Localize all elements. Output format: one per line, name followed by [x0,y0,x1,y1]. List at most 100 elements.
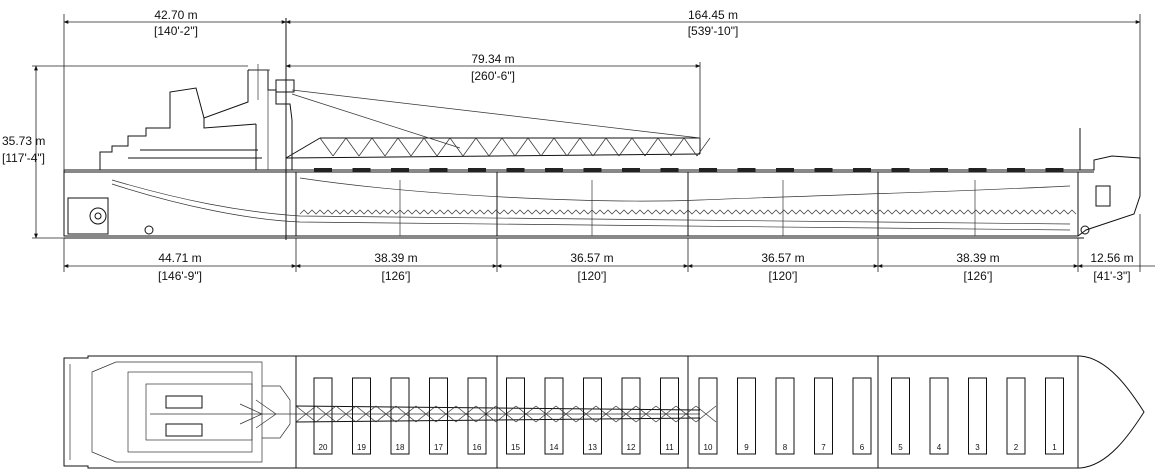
hatch-number: 10 [704,443,713,452]
hatch-cover [429,377,448,455]
hatch-cover [467,377,487,455]
hatch-number: 3 [975,443,980,452]
deck-hatch [891,168,910,172]
deck-hatch [429,168,448,172]
hatch-cover [544,377,564,455]
hatch-number: 12 [627,443,636,452]
stern-thruster [144,225,154,235]
hatch-cover [390,377,410,455]
hatch-cover [814,377,833,455]
hatch-number: 13 [588,443,597,452]
deck-hatch [968,168,987,172]
hatch-number: 16 [473,443,482,452]
deck-hatch [468,168,486,172]
deck-hatch [622,168,640,172]
dim-label-aft-length: 42.70 m [154,8,197,22]
hatch-number: 19 [357,443,366,452]
cargo-hold-bulkheads [295,172,1079,236]
funnel-port [165,395,203,409]
deck-hatch [853,168,871,172]
deck-hatch [545,168,563,172]
rudder [67,197,109,235]
hatch-number: 15 [511,443,520,452]
dim-label-seg-5: 38.39 m [956,251,999,265]
dim-label-seg-2-imperial: [126'] [382,269,411,283]
dim-label-seg-4: 36.57 m [761,251,804,265]
hatch-cover [1006,377,1026,455]
dim-label-seg-6: 12.56 m [1090,251,1133,265]
dim-label-seg-5-imperial: [126'] [964,269,993,283]
dim-label-aft-length-imperial: [140'-2"] [154,24,198,38]
deck-hatch [391,168,409,172]
unloading-boom [285,89,711,159]
dim-label-seg-1-imperial: [146'-9"] [158,269,202,283]
dim-label-boom-length-imperial: [260'-6"] [471,69,515,83]
propeller-hub [94,212,102,220]
dim-label-height-imperial: [117'-4"] [2,151,45,165]
hatch-number: 18 [396,443,405,452]
hatch-cover [352,377,371,455]
hatch-cover [583,377,602,455]
dim-label-height: 35.73 m [2,134,45,148]
hatch-number: 11 [665,443,674,452]
hatch-cover [1045,377,1064,455]
hatch-number: 1 [1052,443,1057,452]
deck-hatch [352,168,371,172]
dim-label-seg-4-imperial: [120'] [769,269,798,283]
deck-hatch [506,168,525,172]
hatch-number: 8 [783,443,788,452]
hatch-cover [698,377,718,455]
deck-hatch [776,168,794,172]
hull-outline [63,155,1141,237]
dimension-labels: 42.70 m [140'-2"] 164.45 m [539'-10"] 79… [2,8,1134,283]
hatch-number: 5 [898,443,903,452]
deck-hatch [930,168,948,172]
dim-label-fwd-length-imperial: [539'-10"] [688,24,739,38]
deck-hatch [814,168,833,172]
deck-hatch [314,168,332,172]
dim-label-seg-2: 38.39 m [374,251,417,265]
hatch-number: 17 [434,443,443,452]
plan-boom [150,399,717,429]
hatch-number: 6 [860,443,865,452]
dim-label-boom-length: 79.34 m [471,52,514,66]
deck-hatch [699,168,717,172]
hatch-cover [891,377,910,455]
hatch-number: 9 [744,443,749,452]
dim-label-seg-3-imperial: [120'] [578,269,607,283]
hatch-number: 20 [319,443,328,452]
bow-thruster [1080,225,1090,235]
superstructure [99,18,295,240]
deck-hatch [660,168,679,172]
hatch-cover [506,377,525,455]
funnel-stbd [165,423,203,437]
deck-hatch [1045,168,1064,172]
dim-label-fwd-length: 164.45 m [688,8,738,22]
dimension-lines [32,14,1155,272]
dim-label-seg-6-imperial: [41'-3"] [1093,269,1130,283]
hatch-number: 2 [1014,443,1019,452]
aft-deck-outline [91,361,263,463]
hatch-cover [621,377,641,455]
plan-hull-outline [63,355,1145,469]
hatch-cover [968,377,987,455]
deck-hatch [1007,168,1025,172]
hatch-cover [852,377,872,455]
hatch-cover [929,377,949,455]
dim-label-seg-1: 44.71 m [158,251,201,265]
hatch-cover [660,377,679,455]
dim-label-seg-3: 36.57 m [570,251,613,265]
propeller [89,207,107,225]
hopper-sawtooth [299,209,1077,215]
hatch-cover [737,377,756,455]
tunnel-conveyor [111,179,1071,225]
hatch-cover [313,377,333,455]
hatch-cover [775,377,795,455]
hatch-number: 7 [821,443,826,452]
hatch-number: 14 [550,443,559,452]
deck-hatches [314,168,1064,172]
deck-hatch [737,168,756,172]
